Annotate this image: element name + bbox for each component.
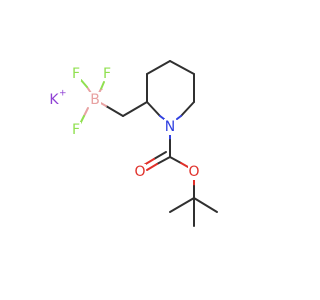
bond-c2-ch2 xyxy=(122,101,148,117)
potassium-bg xyxy=(48,91,60,107)
oxygen-ester-label: O xyxy=(188,164,199,180)
potassium-charge: + xyxy=(59,89,67,99)
oxygen-carbonyl-bg xyxy=(134,164,146,180)
bond-c-o-ester-colored xyxy=(180,162,189,168)
fluorine-3-label: F xyxy=(72,122,80,138)
fluorine-2-label: F xyxy=(103,66,111,82)
bond-c-o-ester xyxy=(169,156,182,164)
boron-bg xyxy=(89,92,101,108)
potassium-label: K xyxy=(49,92,59,108)
nitrogen-bg xyxy=(164,119,176,135)
molecule-canvas: K + B - F F F N O O xyxy=(48,60,218,227)
oxygen-carbonyl-label: O xyxy=(134,164,145,180)
bond-ch2-b xyxy=(105,105,124,117)
bond-b-f3-b xyxy=(83,107,89,117)
piperidine-ring xyxy=(146,60,195,120)
bond-c3-c4 xyxy=(146,60,171,75)
fluorine-3-bg xyxy=(71,122,81,137)
fluorine-1-bg xyxy=(71,66,81,81)
bond-c-o-double-2 xyxy=(153,151,167,160)
fluorine-2-bg xyxy=(102,66,112,81)
bond-c2-n-colored xyxy=(159,115,165,120)
fluorine-1-label: F xyxy=(72,66,80,82)
bond-tbu-me2 xyxy=(193,197,218,213)
atom-labels: K + B - F F F N O O xyxy=(48,66,200,180)
bond-tbu-me1 xyxy=(169,197,195,213)
bond-b-f2-f xyxy=(100,81,105,90)
bond-c2-n xyxy=(146,101,161,117)
boron-label: B xyxy=(90,92,100,108)
methylene-linker xyxy=(98,101,148,117)
boron-charge: - xyxy=(100,85,103,95)
bond-b-f1-f xyxy=(80,79,88,88)
bond-c6-n xyxy=(180,101,195,117)
bond-c-o-double-1-colored xyxy=(146,163,158,171)
boc-group xyxy=(143,132,218,227)
nitrogen-label: N xyxy=(165,119,175,135)
bond-c6-n-colored xyxy=(176,115,182,120)
structure-diagram: K + B - F F F N O O xyxy=(48,60,218,227)
bond-c4-c5 xyxy=(169,60,195,75)
bond-c-o-double-1 xyxy=(156,156,171,165)
oxygen-ester-bg xyxy=(188,164,200,180)
